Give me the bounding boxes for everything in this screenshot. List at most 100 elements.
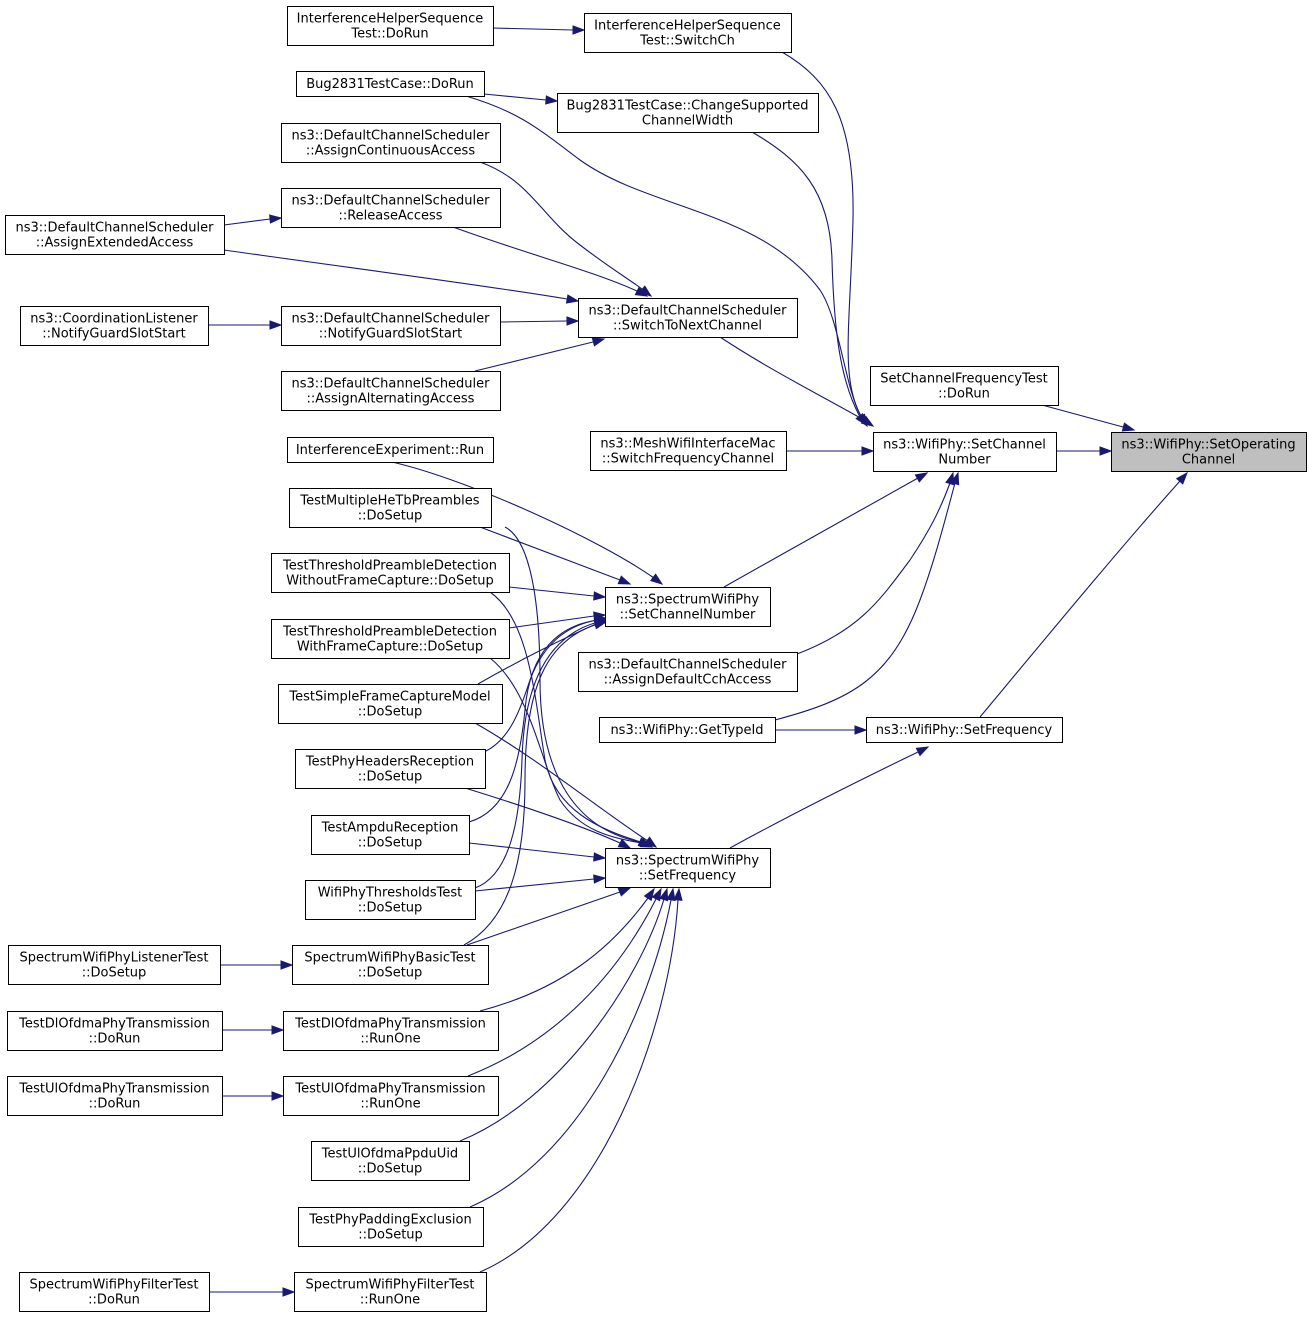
node-setchannelfreqtest[interactable]: SetChannelFrequencyTest::DoRun <box>870 366 1059 406</box>
node-box <box>287 437 494 463</box>
node-box <box>305 880 476 920</box>
node-label: WithoutFrameCapture::DoSetup <box>286 574 494 589</box>
node-dcs-notifyguard[interactable]: ns3::DefaultChannelScheduler::NotifyGuar… <box>281 306 501 346</box>
edge-line <box>719 336 865 421</box>
node-label: ::DoSetup <box>358 705 423 720</box>
edge-line <box>474 878 595 892</box>
node-label: ::DoSetup <box>358 509 423 524</box>
edge-dcs-switchtonext-to-setchannelnumber <box>719 336 875 427</box>
node-wifiphy-gettypeid[interactable]: ns3::WifiPhy::GetTypeId <box>599 717 776 743</box>
node-tul-dorun[interactable]: TestUlOfdmaPhyTransmission::DoRun <box>7 1076 223 1116</box>
node-bug-dorun[interactable]: Bug2831TestCase::DoRun <box>296 71 485 97</box>
node-wpt-dosetup[interactable]: WifiPhyThresholdsTest::DoSetup <box>305 880 476 920</box>
node-box <box>311 1141 470 1181</box>
node-swp-setchannelnumber[interactable]: ns3::SpectrumWifiPhy::SetChannelNumber <box>605 587 771 627</box>
arrowhead-icon <box>1175 471 1188 485</box>
node-tmhe-dosetup[interactable]: TestMultipleHeTbPreambles::DoSetup <box>289 488 492 528</box>
node-box <box>271 553 510 593</box>
edge-wifiphy-gettypeid-to-setchannelnumber <box>774 471 960 721</box>
edge-tphr-to-swp-setfrequency <box>464 787 632 849</box>
node-dcs-assigncontinuous[interactable]: ns3::DefaultChannelScheduler::AssignCont… <box>281 123 501 163</box>
node-swpft-runone[interactable]: SpectrumWifiPhyFilterTest::RunOne <box>294 1272 487 1312</box>
node-label: Channel <box>1182 453 1235 468</box>
node-tdl-dorun[interactable]: TestDlOfdmaPhyTransmission::DoRun <box>7 1011 223 1051</box>
arrowhead-icon <box>617 887 632 897</box>
node-label: SpectrumWifiPhyListenerTest <box>19 951 208 966</box>
node-label: TestAmpduReception <box>321 821 459 836</box>
edge-line <box>468 842 595 858</box>
node-label: ns3::WifiPhy::SetOperating <box>1121 438 1295 453</box>
node-cl-notifyguard[interactable]: ns3::CoordinationListener::NotifyGuardSl… <box>20 306 209 346</box>
node-dcs-switchtonext[interactable]: ns3::DefaultChannelScheduler::SwitchToNe… <box>578 298 798 338</box>
node-label: TestUlOfdmaPhyTransmission <box>18 1082 209 1097</box>
node-label: ::SwitchToNextChannel <box>613 319 762 334</box>
edge-line <box>391 461 655 579</box>
edge-line <box>464 787 621 844</box>
edge-line <box>465 95 863 419</box>
node-ttpd-wfc[interactable]: TestThresholdPreambleDetectionWithFrameC… <box>271 619 510 659</box>
node-box <box>298 1207 484 1247</box>
edge-line <box>466 891 621 946</box>
node-swpbt-dosetup[interactable]: SpectrumWifiPhyBasicTest::DoSetup <box>292 945 489 985</box>
node-box <box>281 188 501 228</box>
node-box <box>590 431 787 471</box>
edge-line <box>508 615 595 629</box>
edges-layer <box>208 25 1188 1297</box>
node-label: ns3::SpectrumWifiPhy <box>616 854 759 869</box>
node-label: ::DoSetup <box>358 770 423 785</box>
node-bug-changesupported[interactable]: Bug2831TestCase::ChangeSupportedChannelW… <box>557 93 819 133</box>
node-ie-run[interactable]: InterferenceExperiment::Run <box>287 437 494 463</box>
edge-line <box>474 621 599 889</box>
node-tphr-dosetup[interactable]: TestPhyHeadersReception::DoSetup <box>295 749 486 789</box>
node-label: ns3::CoordinationListener <box>30 312 198 327</box>
node-label: ::DoSetup <box>358 966 423 981</box>
node-box <box>7 1076 223 1116</box>
node-dcs-assignextended[interactable]: ns3::DefaultChannelScheduler::AssignExte… <box>5 215 225 255</box>
node-setchannelnumber[interactable]: ns3::WifiPhy::SetChannelNumber <box>873 432 1057 472</box>
node-tulppdu-dosetup[interactable]: TestUlOfdmaPpduUid::DoSetup <box>311 1141 470 1181</box>
node-box <box>870 366 1059 406</box>
node-label: ::DoRun <box>89 1032 141 1047</box>
node-tar-dosetup[interactable]: TestAmpduReception::DoSetup <box>311 815 470 855</box>
node-tdl-runone[interactable]: TestDlOfdmaPhyTransmission::RunOne <box>283 1011 499 1051</box>
node-tul-runone[interactable]: TestUlOfdmaPhyTransmission::RunOne <box>283 1076 499 1116</box>
node-box <box>294 1272 487 1312</box>
node-dcs-assignalternating[interactable]: ns3::DefaultChannelScheduler::AssignAlte… <box>281 371 501 411</box>
node-label: ::NotifyGuardSlotStart <box>319 327 463 342</box>
arrowhead-icon <box>666 887 676 902</box>
node-box <box>8 945 221 985</box>
node-swpft-dorun[interactable]: SpectrumWifiPhyFilterTest::DoRun <box>19 1272 210 1312</box>
node-box <box>557 93 819 133</box>
node-box <box>599 717 776 743</box>
edge-line <box>492 27 574 31</box>
node-ttpd-wofc[interactable]: TestThresholdPreambleDetectionWithoutFra… <box>271 553 510 593</box>
node-tppe-dosetup[interactable]: TestPhyPaddingExclusion::DoSetup <box>298 1207 484 1247</box>
arrowhead-icon <box>593 620 608 630</box>
node-box <box>283 1076 499 1116</box>
edge-dcs-assignextended-to-dcs-switchtonext <box>223 249 580 304</box>
node-setfrequency[interactable]: ns3::WifiPhy::SetFrequency <box>866 717 1063 743</box>
node-dcs-release[interactable]: ns3::DefaultChannelScheduler::ReleaseAcc… <box>281 188 501 228</box>
node-label: Bug2831TestCase::DoRun <box>306 77 474 92</box>
node-label: TestPhyPaddingExclusion <box>308 1213 471 1228</box>
edge-dcs-release-to-dcs-switchtonext <box>452 226 649 297</box>
edge-swpft-runone-to-swp-setfrequency <box>479 887 683 1273</box>
node-mesh-switchfreq[interactable]: ns3::MeshWifiInterfaceMac::SwitchFrequen… <box>590 431 787 471</box>
node-box <box>578 652 798 692</box>
node-label: ::DoSetup <box>358 836 423 851</box>
node-label: TestUlOfdmaPhyTransmission <box>294 1082 485 1097</box>
arrowhead-icon <box>861 446 875 456</box>
node-label: ns3::SpectrumWifiPhy <box>616 593 759 608</box>
node-swplt-dosetup[interactable]: SpectrumWifiPhyListenerTest::DoSetup <box>8 945 221 985</box>
edge-line <box>479 897 649 1012</box>
node-swp-setfrequency[interactable]: ns3::SpectrumWifiPhy::SetFrequency <box>605 848 771 888</box>
node-box <box>278 684 503 724</box>
node-label: ::AssignAlternatingAccess <box>307 392 475 407</box>
node-dcs-assigndefaultcch[interactable]: ns3::DefaultChannelScheduler::AssignDefa… <box>578 652 798 692</box>
node-box <box>281 306 501 346</box>
arrowhead-icon <box>915 746 930 757</box>
node-tsfcm-dosetup[interactable]: TestSimpleFrameCaptureModel::DoSetup <box>278 684 503 724</box>
